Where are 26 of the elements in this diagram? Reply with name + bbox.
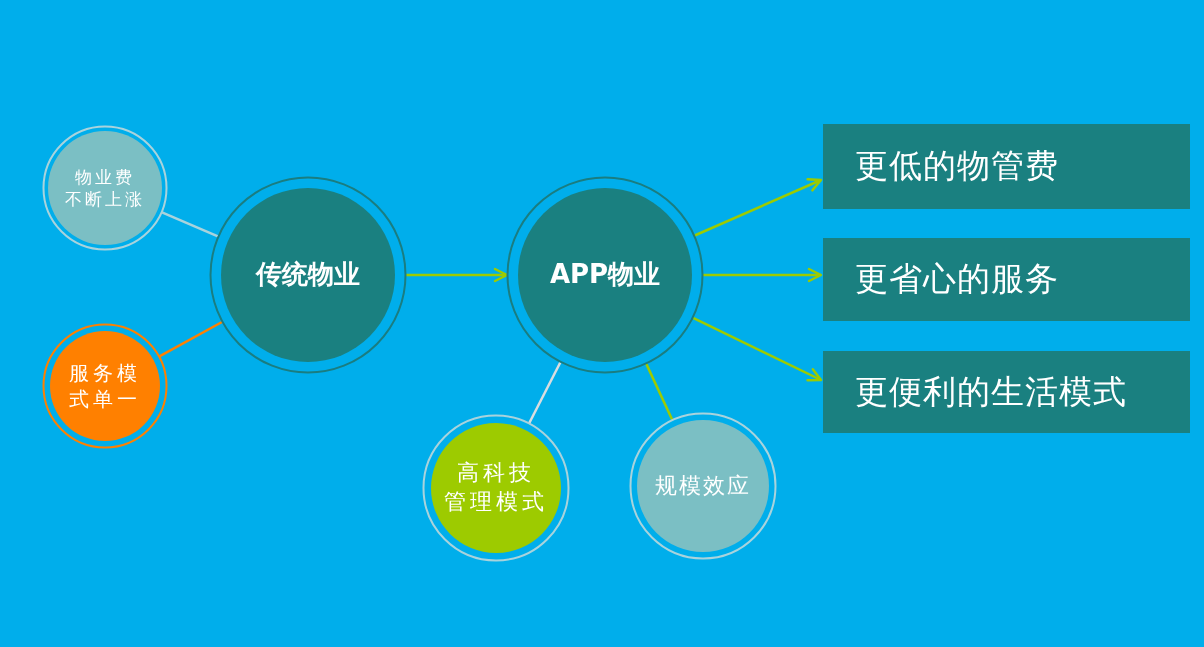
arrow	[692, 316, 823, 382]
node-label: 传统物业	[254, 258, 361, 292]
text-box	[823, 351, 1190, 433]
circle-node	[209, 176, 407, 374]
circle-node	[422, 414, 570, 562]
node-label: 更低的物管费	[855, 145, 1059, 187]
arrow	[703, 267, 823, 283]
connector-line	[158, 320, 223, 358]
circle-node	[629, 412, 777, 560]
circle-node	[42, 125, 168, 251]
text-box	[823, 124, 1190, 209]
node-label: 规模效应	[654, 471, 752, 500]
arrow	[694, 178, 823, 237]
arrow	[406, 267, 509, 283]
node-label: 高科技管理模式	[443, 459, 549, 516]
connector-line	[528, 361, 562, 424]
text-box	[823, 238, 1190, 321]
circle-node	[42, 323, 168, 449]
circle-node	[506, 176, 704, 374]
connector-line	[161, 211, 219, 238]
node-label: 更省心的服务	[855, 258, 1059, 300]
node-label: 更便利的生活模式	[855, 370, 1127, 413]
node-label: APP物业	[548, 258, 662, 292]
node-label: 物业费不断上涨	[64, 165, 146, 211]
connector-line	[645, 363, 674, 421]
node-label: 服务模式单一	[68, 360, 142, 412]
